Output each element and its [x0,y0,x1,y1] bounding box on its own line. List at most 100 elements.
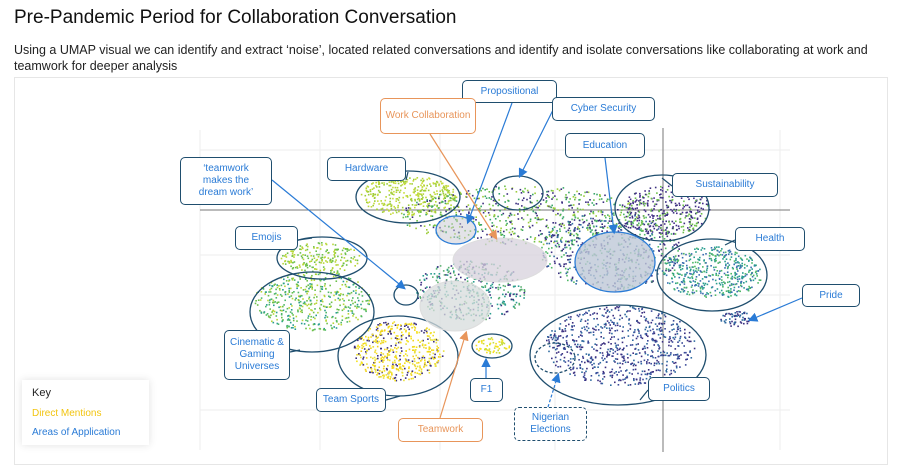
scatter-point [682,229,685,231]
scatter-point [601,327,604,329]
scatter-point [559,214,561,217]
scatter-point [329,296,331,298]
scatter-point [665,269,667,272]
scatter-point [352,313,355,315]
scatter-point [438,197,440,200]
scatter-point [392,361,394,364]
scatter-point [404,187,406,189]
scatter-point [657,217,659,220]
scatter-point [424,344,427,346]
scatter-point [710,257,712,260]
scatter-point [658,323,660,325]
scatter-point [394,337,397,339]
scatter-point [686,204,689,207]
scatter-point [614,358,617,360]
scatter-point [367,202,369,204]
scatter-point [697,211,699,213]
scatter-point [288,287,290,290]
scatter-point [341,256,343,259]
scatter-point [743,322,745,325]
scatter-point [648,326,651,329]
scatter-point [361,295,364,297]
scatter-point [599,347,602,350]
scatter-point [672,323,674,326]
scatter-point [671,220,674,223]
scatter-point [486,188,488,190]
scatter-point [489,287,492,289]
scatter-point [671,341,674,343]
scatter-point [564,196,567,199]
scatter-point [296,267,299,269]
scatter-point [693,197,695,200]
scatter-point [571,243,574,246]
label-health: Health [735,227,805,251]
scatter-point [720,250,722,252]
scatter-point [529,201,532,204]
scatter-point [283,282,285,285]
scatter-point [587,203,589,206]
scatter-point [660,329,663,331]
scatter-point [631,217,634,219]
scatter-point [272,313,275,315]
scatter-point [551,234,553,237]
scatter-point [439,356,442,358]
scatter-point [492,351,495,354]
scatter-point [437,356,440,358]
scatter-point [292,267,294,269]
scatter-point [736,261,738,264]
scatter-point [550,240,552,243]
scatter-point [459,192,462,194]
scatter-point [691,291,694,294]
scatter-point [600,336,602,338]
scatter-point [375,341,378,344]
scatter-point [721,254,724,256]
scatter-point [488,214,491,216]
scatter-point [465,193,468,195]
scatter-point [509,228,512,231]
scatter-point [656,215,658,217]
scatter-point [657,361,660,363]
scatter-point [401,374,404,377]
scatter-point [448,190,450,192]
scatter-point [386,208,388,211]
scatter-point [535,221,538,224]
scatter-point [315,250,317,252]
scatter-point [395,342,397,345]
scatter-point [605,324,607,326]
scatter-point [607,341,610,344]
scatter-point [700,270,702,273]
scatter-point [559,335,562,337]
scatter-point [366,339,369,342]
scatter-point [320,300,322,302]
scatter-point [562,248,565,250]
scatter-point [428,202,430,205]
scatter-point [660,233,662,235]
scatter-point [693,347,696,350]
scatter-point [506,310,509,313]
scatter-point [426,286,428,288]
scatter-point [573,214,576,217]
scatter-point [574,355,576,358]
scatter-point [684,216,687,219]
scatter-point [588,353,590,356]
scatter-point [411,213,413,216]
scatter-point [578,199,580,201]
scatter-point [314,289,316,291]
scatter-point [481,230,484,232]
scatter-point [349,307,351,309]
scatter-point [604,343,606,345]
scatter-point [690,340,692,343]
scatter-point [616,322,619,324]
scatter-point [721,279,723,281]
scatter-point [433,356,436,359]
scatter-point [365,344,368,346]
scatter-point [290,303,292,305]
scatter-point [663,210,665,212]
scatter-point [550,336,553,339]
scatter-point [269,316,271,319]
scatter-point [417,192,420,195]
scatter-point [400,328,402,330]
scatter-point [335,312,338,314]
scatter-point [608,215,611,217]
scatter-point [504,201,506,203]
